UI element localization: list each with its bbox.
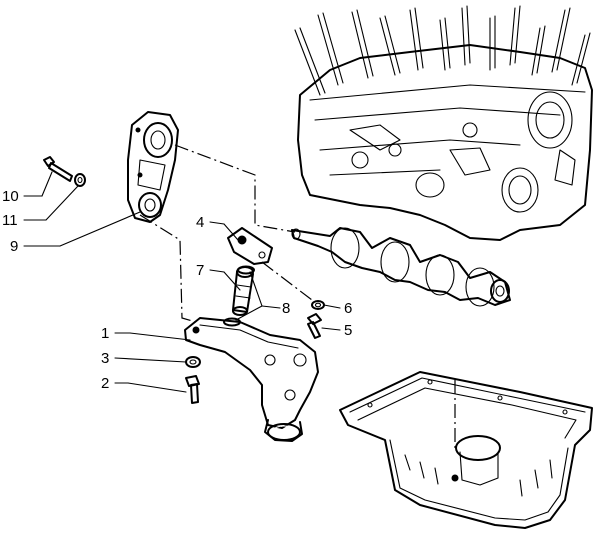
callout-9: 9 xyxy=(10,238,18,255)
callout-3: 3 xyxy=(101,350,109,367)
bolt-10 xyxy=(43,156,73,182)
callout-7: 7 xyxy=(196,262,204,279)
engine-block xyxy=(294,5,593,241)
bolt-5 xyxy=(307,313,322,339)
callout-11: 11 xyxy=(2,212,18,229)
bolt-2 xyxy=(185,375,200,404)
washer-6 xyxy=(311,300,325,310)
washer-3 xyxy=(185,356,201,368)
assembly-lines xyxy=(139,144,456,450)
callout-4: 4 xyxy=(196,214,204,231)
washer-11 xyxy=(74,173,86,187)
callout-6: 6 xyxy=(344,300,352,317)
oil-sump xyxy=(339,371,593,529)
oil-pump-1 xyxy=(184,317,319,442)
bracket-4 xyxy=(227,227,273,265)
crankshaft xyxy=(291,227,511,307)
callout-8: 8 xyxy=(282,300,290,317)
callout-2: 2 xyxy=(101,375,109,392)
timing-cover xyxy=(127,111,179,223)
leader-lines xyxy=(23,171,341,393)
callout-5: 5 xyxy=(344,322,352,339)
callout-1: 1 xyxy=(101,325,109,342)
callout-10: 10 xyxy=(2,188,19,205)
